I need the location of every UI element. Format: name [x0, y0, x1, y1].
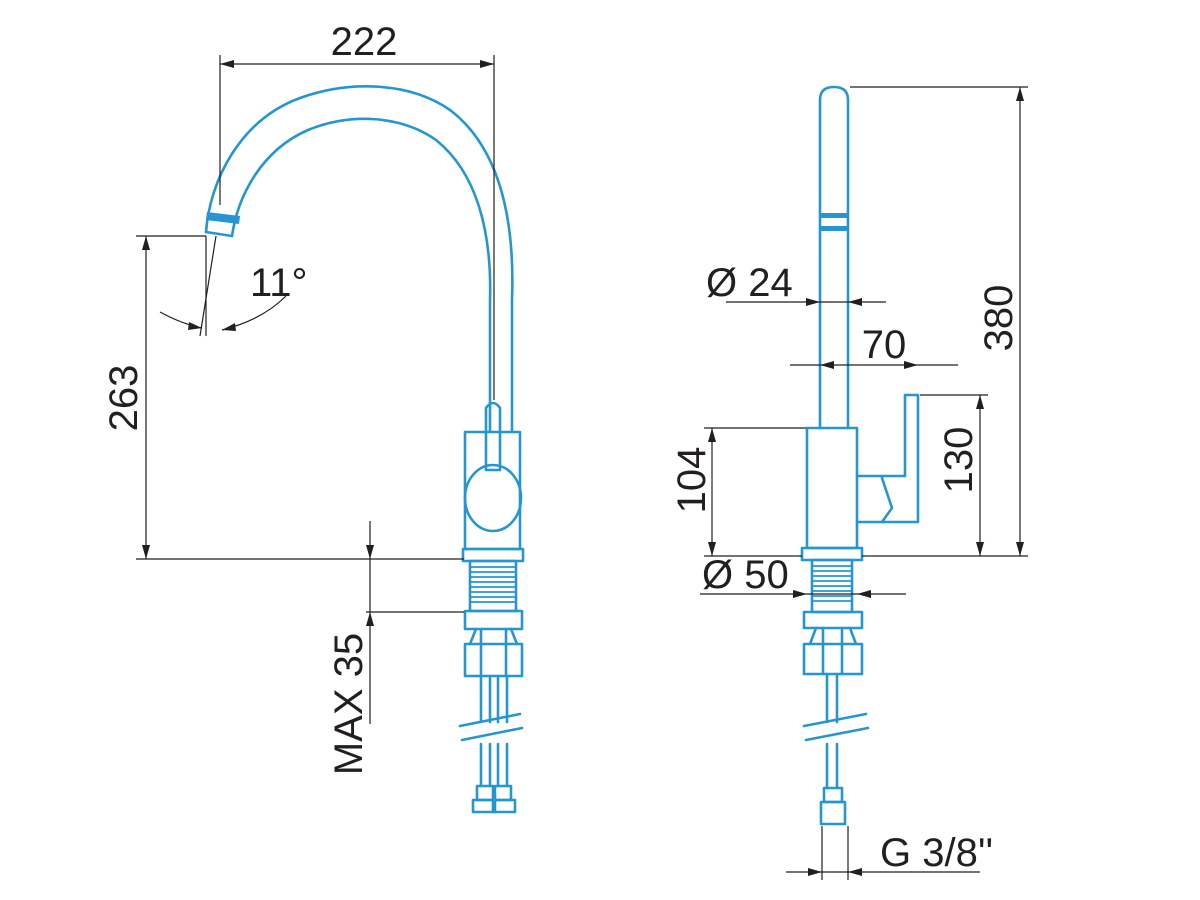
side-view: Ø 24 70 380 104 130 Ø 50 G 3/8'': [670, 85, 1028, 880]
dim-handle-height-label: 130: [937, 427, 981, 494]
side-body: [805, 393, 920, 550]
side-hose: [802, 672, 870, 826]
dim-spout-diameter-label: Ø 24: [706, 261, 793, 305]
front-spout: [204, 85, 514, 434]
dim-base-diameter-label: Ø 50: [702, 553, 789, 597]
dim-total-height-label: 380: [977, 285, 1021, 352]
dim-body-height-label: 104: [670, 447, 714, 514]
dim-handle-offset-label: 70: [862, 323, 907, 367]
front-view: 222 263 11° MAX 35: [102, 20, 525, 814]
dim-spout-angle-label: 11°: [250, 261, 308, 305]
dim-spout-height-label: 263: [102, 365, 146, 432]
dim-max-thickness-label: MAX 35: [327, 633, 371, 775]
front-hoses: [458, 674, 524, 814]
side-spout: [818, 85, 850, 430]
dim-spout-reach-label: 222: [331, 20, 398, 64]
dim-connection-thread-label: G 3/8'': [880, 831, 993, 875]
side-dimensions: Ø 24 70 380 104 130 Ø 50 G 3/8'': [670, 86, 1028, 880]
front-base: [461, 547, 525, 678]
side-base: [800, 546, 864, 676]
front-dimensions: 222 263 11° MAX 35: [102, 20, 495, 775]
